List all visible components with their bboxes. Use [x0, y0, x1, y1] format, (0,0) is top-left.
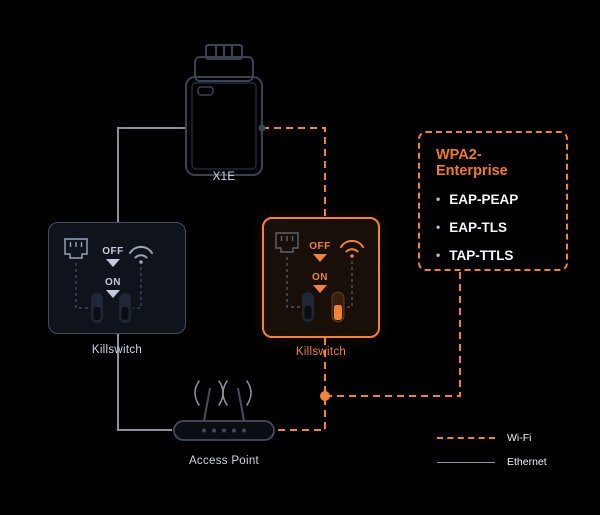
wpa2-panel-title: WPA2-Enterprise	[436, 147, 508, 179]
x1e-label: X1E	[212, 171, 236, 183]
legend-ethernet-label: Ethernet	[507, 456, 547, 468]
bullet-icon: •	[436, 248, 441, 262]
ethernet-line-x1e-to-killswitch	[117, 127, 186, 222]
bullet-icon: •	[436, 220, 441, 234]
access-point-device	[173, 380, 275, 441]
killswitch-right-graphic: OFF ON	[275, 232, 364, 323]
killswitch-right-device: OFF ON	[262, 217, 380, 338]
x1e-button	[197, 86, 214, 96]
toggle-sliders	[302, 291, 345, 323]
killswitch-left-device: OFF ON	[48, 222, 186, 334]
legend-ethernet-row: Ethernet	[437, 456, 547, 468]
arrow-down-icon	[313, 285, 327, 293]
toggle-sliders	[91, 293, 131, 323]
antenna-signal-arcs	[194, 380, 252, 406]
legend-wifi-row: Wi-Fi	[437, 432, 547, 444]
bullet-icon: •	[436, 192, 441, 206]
on-label: ON	[312, 272, 328, 283]
x1e-inner-panel	[191, 82, 257, 170]
wifi-junction-dot	[320, 391, 330, 401]
wpa2-item: • EAP-TLS	[436, 220, 552, 235]
ethernet-port-icon	[64, 238, 88, 259]
connector-dashes	[75, 263, 142, 309]
arrow-down-icon	[106, 290, 120, 298]
legend-wifi-label: Wi-Fi	[507, 432, 532, 444]
x1e-device-outline	[185, 44, 263, 176]
killswitch-left-graphic: OFF ON	[64, 238, 153, 323]
killswitch-left-label: Killswitch	[91, 344, 143, 356]
off-label: OFF	[309, 241, 331, 252]
wifi-icon	[129, 246, 153, 264]
arrow-down-icon	[106, 259, 120, 267]
x1e-device	[185, 44, 266, 176]
wifi-icon	[340, 240, 364, 258]
wpa2-item-label: TAP-TTLS	[449, 248, 514, 263]
wpa2-item: • EAP-PEAP	[436, 192, 552, 207]
on-label: ON	[105, 277, 121, 288]
wpa2-item-label: EAP-TLS	[449, 220, 507, 235]
arrow-down-icon	[313, 254, 327, 262]
wpa2-item: • TAP-TTLS	[436, 248, 552, 263]
killswitch-right-label: Killswitch	[295, 346, 347, 358]
access-point-label: Access Point	[188, 455, 260, 467]
connector-dashes	[286, 257, 353, 308]
wifi-line-sample	[437, 437, 495, 439]
wifi-line-x1e-to-killswitch	[262, 127, 326, 217]
legend: Wi-Fi Ethernet	[437, 432, 547, 480]
wpa2-enterprise-panel: WPA2-Enterprise • EAP-PEAP • EAP-TLS • T…	[418, 131, 568, 271]
ethernet-line-sample	[437, 461, 495, 463]
wpa2-item-label: EAP-PEAP	[449, 192, 519, 207]
access-point-leds	[202, 428, 246, 433]
antenna-icons	[203, 387, 245, 422]
x1e-port-dot	[258, 124, 266, 132]
ethernet-port-icon	[275, 232, 299, 253]
off-label: OFF	[102, 246, 124, 257]
